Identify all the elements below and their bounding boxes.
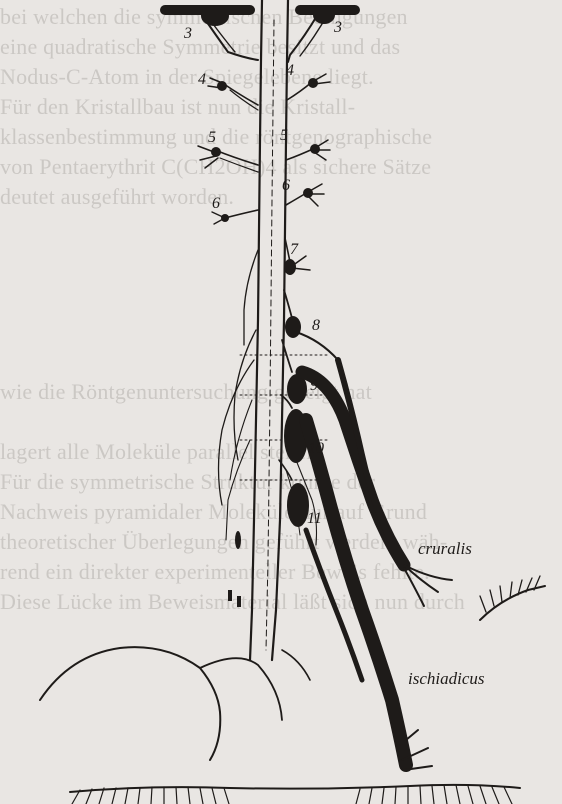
label-ischiadicus: ischiadicus bbox=[408, 669, 485, 688]
ganglion-3-left bbox=[201, 6, 229, 26]
marker-bar-2 bbox=[237, 596, 241, 607]
tissue-edge-bottom bbox=[70, 785, 520, 792]
label-10: 10 bbox=[308, 440, 324, 457]
label-11: 11 bbox=[307, 510, 322, 527]
label-4-left: 4 bbox=[198, 71, 206, 88]
marker-bar-1 bbox=[228, 590, 232, 601]
root-5-right bbox=[286, 140, 330, 160]
lower-outline bbox=[40, 647, 220, 760]
label-4-right: 4 bbox=[286, 62, 294, 79]
root-6-left bbox=[212, 210, 258, 224]
label-7: 7 bbox=[290, 241, 299, 258]
label-5-right: 5 bbox=[280, 127, 288, 144]
lower-branch-right bbox=[282, 650, 310, 680]
lower-outline-loop bbox=[200, 658, 282, 720]
ganglion-5-left bbox=[211, 147, 221, 157]
ganglion-6-left bbox=[221, 214, 229, 222]
label-cruralis: cruralis bbox=[418, 539, 472, 558]
label-3-right: 3 bbox=[333, 19, 342, 36]
label-5-left: 5 bbox=[208, 129, 216, 146]
label-3-left: 3 bbox=[183, 25, 192, 42]
label-9: 9 bbox=[310, 377, 318, 394]
ganglion-7 bbox=[284, 259, 296, 275]
ganglion-4-left bbox=[217, 81, 227, 91]
left-plexus-branches bbox=[219, 330, 257, 540]
label-6-left: 6 bbox=[212, 195, 220, 212]
ganglion-6-right bbox=[303, 188, 313, 198]
ganglion-11 bbox=[287, 483, 309, 527]
label-6-right: 6 bbox=[282, 177, 290, 194]
root-5-left bbox=[198, 146, 258, 172]
label-8: 8 bbox=[312, 317, 320, 334]
ganglion-5-right bbox=[310, 144, 320, 154]
ganglion-small-left bbox=[235, 531, 241, 549]
tissue-hatching-right bbox=[480, 576, 540, 612]
root-4-left bbox=[208, 78, 258, 110]
ganglion-4-right bbox=[308, 78, 318, 88]
ganglion-3-right bbox=[313, 6, 335, 24]
ganglion-8 bbox=[285, 316, 301, 338]
cruralis-fibers bbox=[404, 565, 452, 606]
